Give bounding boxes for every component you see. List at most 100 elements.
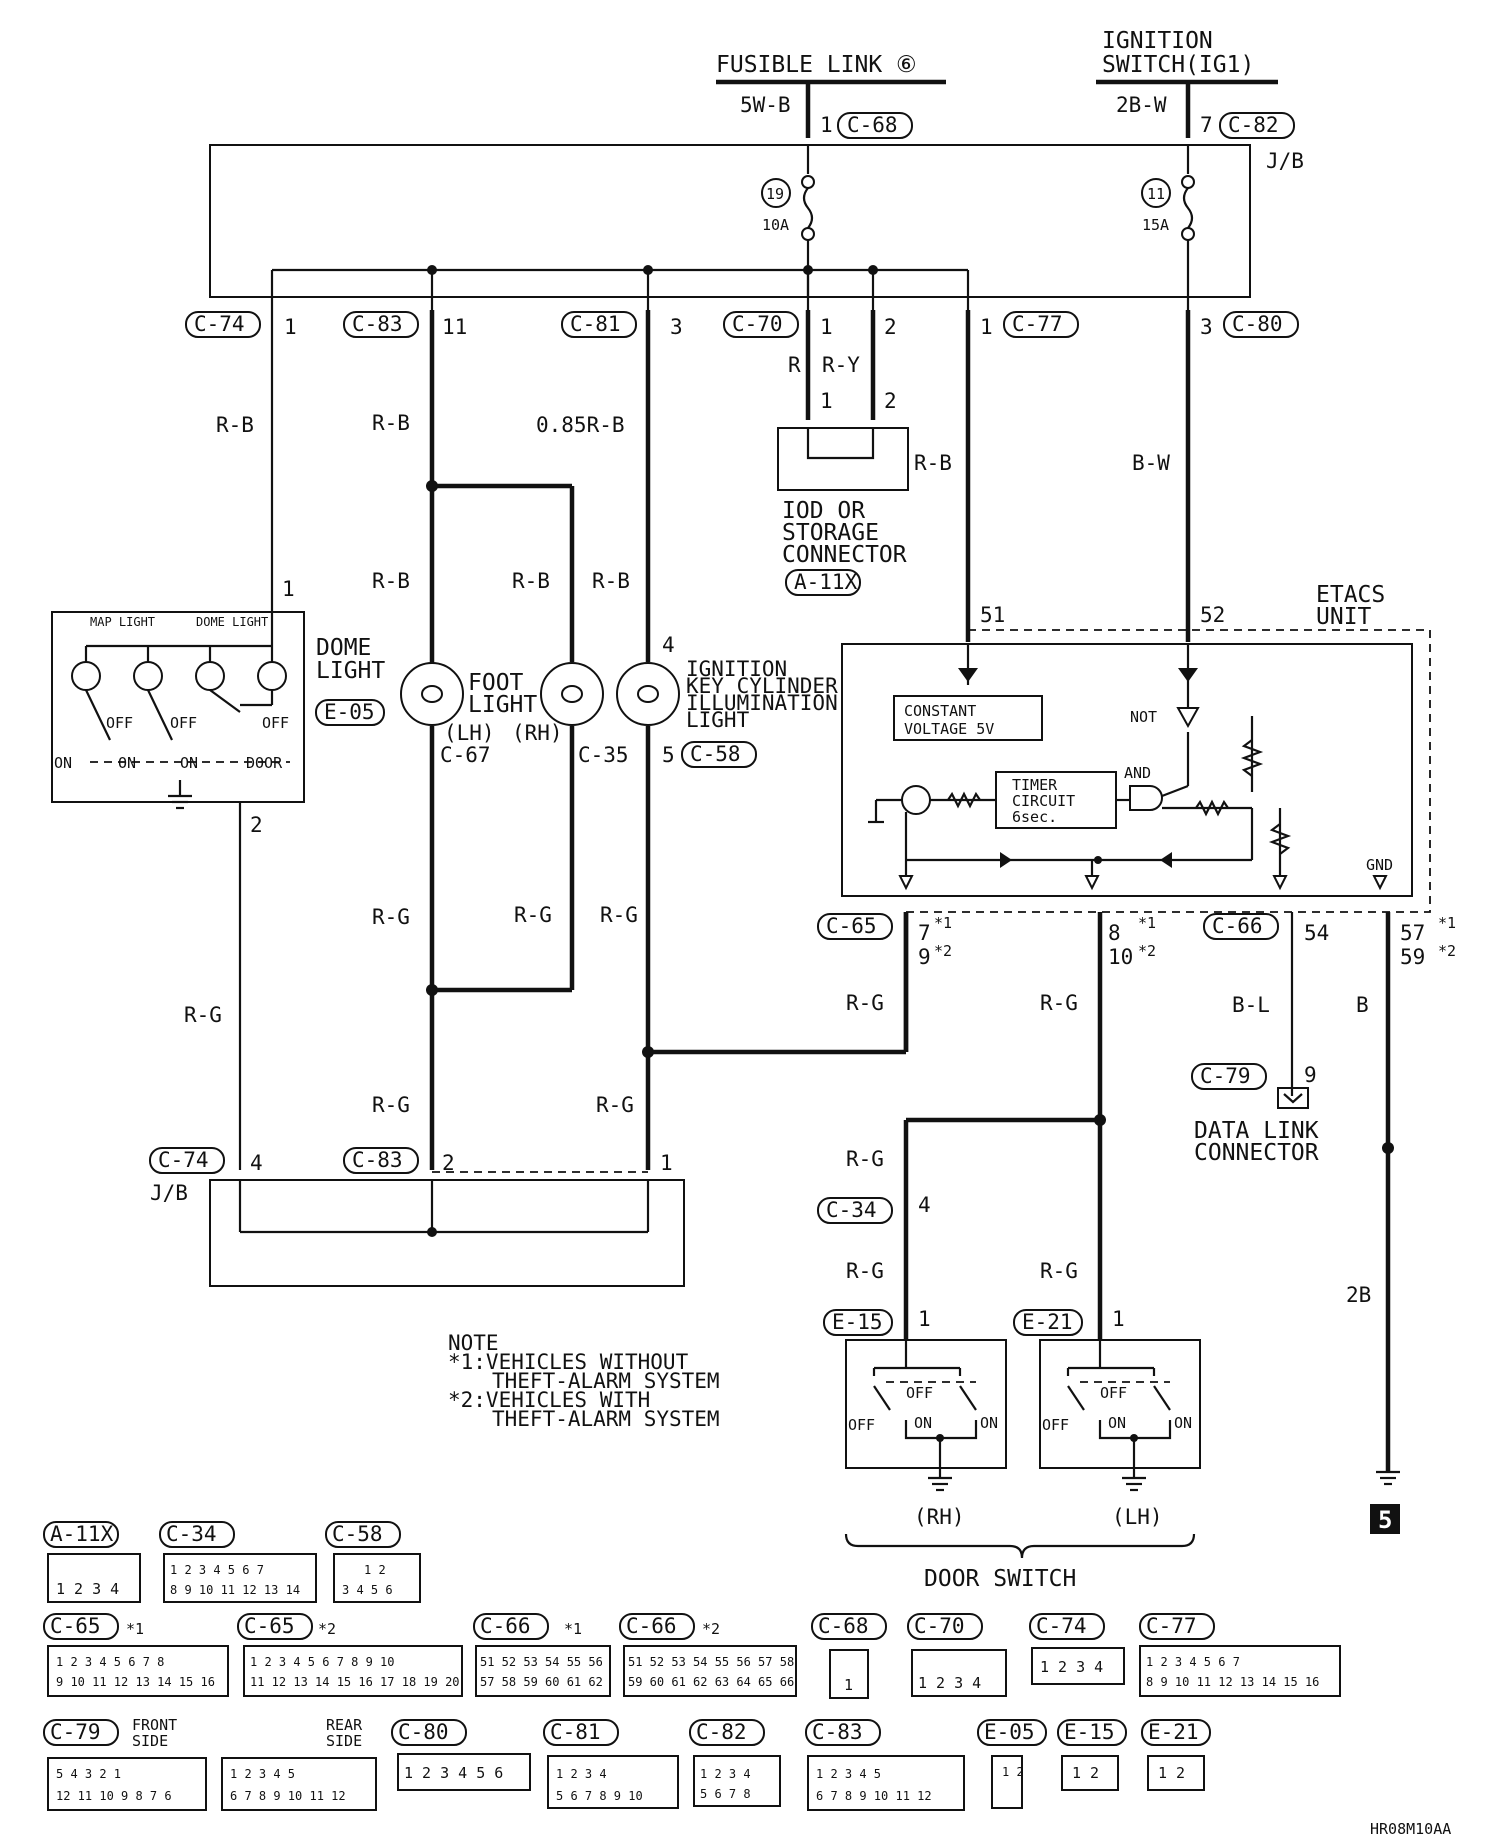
data-link-1: DATA LINK: [1194, 1118, 1319, 1144]
legend-c66-a-r1: 51 52 53 54 55 56: [480, 1655, 603, 1669]
legend-c81-r2: 5 6 7 8 9 10: [556, 1789, 643, 1803]
legend-c79-r1: 5 4 3 2 1: [56, 1767, 121, 1781]
legend-c77-r2: 8 9 10 11 12 13 14 15 16: [1146, 1675, 1319, 1689]
wire-5w-b: 5W-B: [740, 93, 791, 117]
rh-on-2: ON: [980, 1414, 998, 1432]
legend-c68-pins: 1: [844, 1676, 853, 1694]
fuse-11-amp: 15A: [1142, 216, 1169, 234]
connector-c80: C-80: [1232, 312, 1283, 336]
dome-pin-1: 1: [282, 577, 295, 601]
iod-storage-connector: R R-Y 1 2 IOD OR STORAGE CONNECTOR A-11X: [777, 310, 909, 596]
wire-2b-w: 2B-W: [1116, 93, 1167, 117]
connector-c81-top: C-81: [570, 312, 621, 336]
ikc-pin-5: 5: [662, 743, 675, 767]
star2-c: *2: [1438, 942, 1456, 960]
wire-label-rb-4: R-B: [512, 569, 550, 593]
connector-c83-bottom: C-83: [352, 1148, 403, 1172]
wire-label-rb-6: R-B: [914, 451, 952, 475]
connector-c74-bottom: C-74: [158, 1148, 209, 1172]
connector-c65: C-65: [826, 914, 877, 938]
connector-e15: E-15: [832, 1310, 883, 1334]
wire-label-rb-1: R-B: [216, 413, 254, 437]
dome-light: MAP LIGHT DOME LIGHT OFF OFF OFF ON ON O…: [51, 611, 385, 1170]
iod-line-3: CONNECTOR: [782, 542, 907, 568]
legend-e15: E-15: [1064, 1720, 1115, 1744]
c66-pin-59: 59: [1400, 945, 1425, 969]
connector-c79: C-79: [1200, 1064, 1251, 1088]
wire-c74-dome: R-B 1: [216, 310, 295, 612]
legend-rear-r1: 1 2 3 4 5: [230, 1767, 295, 1781]
connector-e21: E-21: [1022, 1310, 1073, 1334]
door-lh-label: (LH): [1112, 1505, 1163, 1529]
legend-c58-r2: 3 4 5 6: [342, 1583, 393, 1597]
wire-label-rg-foot-bottom: R-G: [372, 1093, 410, 1117]
pin-7-c82: 7: [1200, 113, 1213, 137]
ikc-line-2: KEY CYLINDER: [686, 674, 838, 698]
legend-c58-r1: 1 2: [364, 1563, 386, 1577]
const-volt-2: VOLTAGE 5V: [904, 720, 994, 738]
etacs-unit: ETACS UNIT CONSTANT VOLTAGE 5V NOT AND T…: [841, 582, 1431, 913]
legend-c74-pins: 1 2 3 4: [1040, 1658, 1103, 1676]
c74-pin-4: 4: [250, 1151, 263, 1175]
and-gate-label: AND: [1124, 764, 1151, 782]
rh-off: OFF: [906, 1384, 933, 1402]
connector-c66: C-66: [1212, 914, 1263, 938]
dome-on-3: ON: [180, 754, 198, 772]
legend-c70: C-70: [914, 1614, 965, 1638]
legend-c34-r1: 1 2 3 4 5 6 7: [170, 1563, 264, 1577]
wire-label-b: B: [1356, 993, 1369, 1017]
dome-pin-2: 2: [250, 813, 263, 837]
legend-rear-1: REAR: [326, 1716, 363, 1734]
star2-a: *2: [934, 942, 952, 960]
note-line-4: *2:VEHICLES WITH: [448, 1388, 650, 1412]
timer-line-3: 6sec.: [1012, 808, 1057, 826]
star1-a: *1: [934, 914, 952, 932]
gnd-label: GND: [1366, 856, 1393, 874]
legend-e05-pins: 1 2: [1002, 1765, 1024, 1779]
etacs-pin-51: 51: [980, 603, 1005, 627]
note-line-5: THEFT-ALARM SYSTEM: [492, 1407, 720, 1431]
wire-label-rg-dome: R-G: [184, 1003, 222, 1027]
legend-c66-b-r2: 59 60 61 62 63 64 65 66: [628, 1675, 794, 1689]
map-off-2: OFF: [170, 714, 197, 732]
c34-pin-4: 4: [918, 1193, 931, 1217]
wire-label-rg-c65-8: R-G: [1040, 991, 1078, 1015]
ikc-line-4: LIGHT: [686, 708, 750, 732]
foot-light-title-2: LIGHT: [468, 692, 537, 718]
legend-e21-pins: 1 2: [1158, 1764, 1185, 1782]
ignition-switch-source: IGNITION SWITCH(IG1) 2B-W 7 C-82: [1096, 28, 1295, 139]
legend-a11x-pins: 1 2 3 4: [56, 1580, 119, 1598]
dome-title-1: DOME: [316, 635, 371, 661]
connector-c58: C-58: [690, 742, 741, 766]
legend-c66-a-tag: *1: [564, 1620, 582, 1638]
wire-label-rg-ikc-bottom: R-G: [596, 1093, 634, 1117]
legend-c66-b: C-66: [626, 1614, 677, 1638]
door-switch-title: DOOR SWITCH: [924, 1566, 1076, 1592]
note-line-1: NOTE: [448, 1331, 499, 1355]
timer-line-1: TIMER: [1012, 776, 1058, 794]
connector-legend: A-11X 1 2 3 4 C-34 1 2 3 4 5 6 7 8 9 10 …: [43, 1521, 1341, 1811]
legend-e05: E-05: [984, 1720, 1035, 1744]
c70-pin-1: 1: [820, 315, 833, 339]
wire-label-r: R: [788, 353, 801, 377]
c65-pin-7: 7: [918, 921, 931, 945]
legend-c83-r1: 1 2 3 4 5: [816, 1767, 881, 1781]
wire-label-rg-e15: R-G: [846, 1259, 884, 1283]
legend-c66-b-r1: 51 52 53 54 55 56 57 58: [628, 1655, 794, 1669]
legend-c74: C-74: [1036, 1614, 1087, 1638]
legend-c82: C-82: [696, 1720, 747, 1744]
map-light-label: MAP LIGHT: [90, 615, 155, 629]
legend-c65-b-r1: 1 2 3 4 5 6 7 8 9 10: [250, 1655, 395, 1669]
c65-pin-9: 9: [918, 945, 931, 969]
wire-label-bl: B-L: [1232, 993, 1270, 1017]
legend-c65-a-tag: *1: [126, 1620, 144, 1638]
c81-pin-1: 1: [660, 1151, 673, 1175]
foot-light-title-1: FOOT: [468, 670, 524, 696]
wire-label-rb-2: R-B: [372, 411, 410, 435]
fuse-19-number: 19: [766, 185, 784, 203]
c66-pin-54: 54: [1304, 921, 1329, 945]
wire-label-bw: B-W: [1132, 451, 1170, 475]
lh-on-1: ON: [1108, 1414, 1126, 1432]
note-block: NOTE *1:VEHICLES WITHOUT THEFT-ALARM SYS…: [448, 1331, 720, 1431]
ignition-label-2: SWITCH(IG1): [1102, 52, 1254, 78]
